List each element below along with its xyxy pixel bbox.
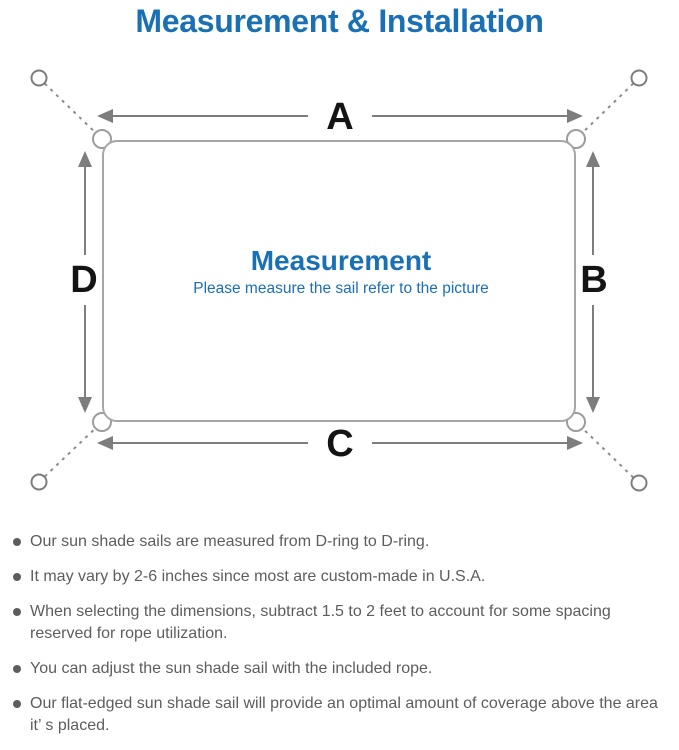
notes-list: Our sun shade sails are measured from D-… <box>13 531 668 750</box>
anchor-point-top-right <box>630 69 648 87</box>
bullet-icon <box>13 700 21 708</box>
page-title: Measurement & Installation <box>135 3 544 39</box>
tether-line-top-left <box>38 77 103 140</box>
anchor-point-bottom-left <box>30 473 48 491</box>
anchor-point-bottom-right <box>630 474 648 492</box>
dimension-label-d: D <box>70 259 97 301</box>
bullet-icon <box>13 538 21 546</box>
note-text: Our flat-edged sun shade sail will provi… <box>30 695 658 734</box>
measurement-diagram: A B C D Measurement Please measure the s… <box>30 69 648 492</box>
note-text: Our sun shade sails are measured from D-… <box>30 533 430 550</box>
note-text: When selecting the dimensions, subtract … <box>30 603 611 642</box>
bullet-icon <box>13 573 21 581</box>
bullet-icon <box>13 608 21 616</box>
tether-line-bottom-left <box>38 421 103 483</box>
tether-line-top-right <box>575 77 640 140</box>
dimension-label-c: C <box>326 423 353 465</box>
note-item: It may vary by 2-6 inches since most are… <box>13 566 668 588</box>
bullet-icon <box>13 665 21 673</box>
diagram-center-subtitle: Please measure the sail refer to the pic… <box>193 280 489 297</box>
note-item: Our flat-edged sun shade sail will provi… <box>13 693 668 737</box>
shade-sail-outline <box>102 140 576 422</box>
note-text: You can adjust the sun shade sail with t… <box>30 660 433 677</box>
d-ring-top-right <box>566 129 586 149</box>
note-item: When selecting the dimensions, subtract … <box>13 601 668 645</box>
note-text: It may vary by 2-6 inches since most are… <box>30 568 486 585</box>
dimension-label-b: B <box>580 259 607 301</box>
dimension-label-a: A <box>326 96 353 138</box>
tether-line-bottom-right <box>575 421 640 484</box>
note-item: Our sun shade sails are measured from D-… <box>13 531 668 553</box>
diagram-center-title: Measurement <box>251 245 432 276</box>
anchor-point-top-left <box>30 69 48 87</box>
note-item: You can adjust the sun shade sail with t… <box>13 658 668 680</box>
d-ring-top-left <box>92 129 112 149</box>
